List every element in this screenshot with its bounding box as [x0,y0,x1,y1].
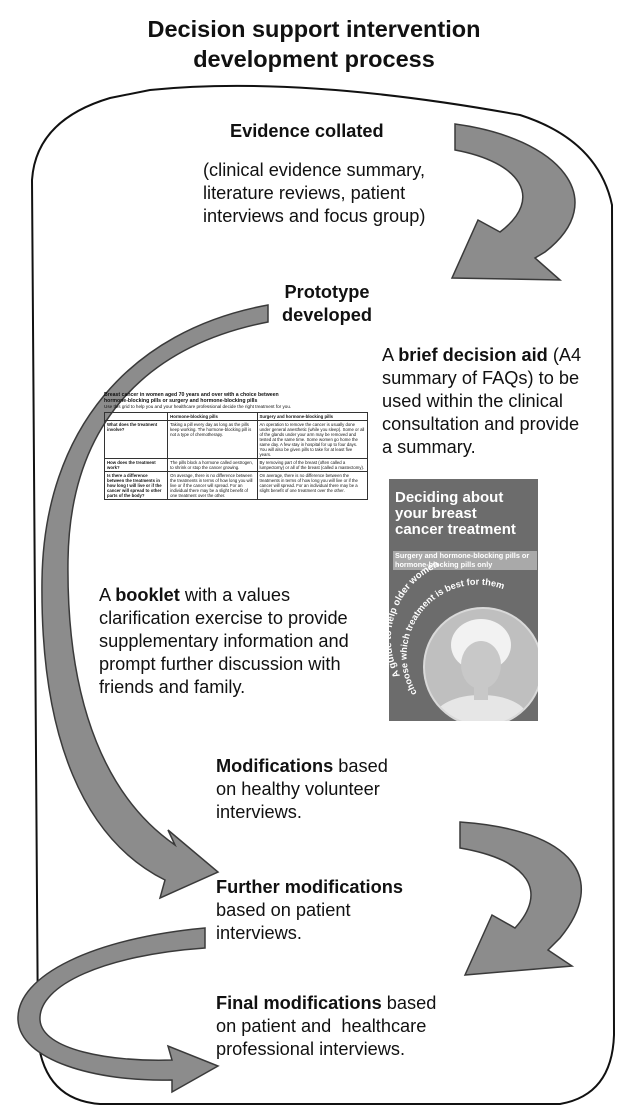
grid-title-line: Breast cancer in women aged 70 years and… [104,392,279,398]
table-row: Is there a difference between the treatm… [103,471,369,500]
curved-arrow-icon [459,821,582,976]
brief-aid-prefix: A [382,345,399,365]
booklet-cover: Deciding about your breast cancer treatm… [389,479,538,721]
table-cell: The pills block a hormone called oestrog… [167,458,258,472]
table-cell: On average, there is no difference betwe… [256,471,369,500]
table-cell: How does the treatment work? [103,458,169,472]
curved-arrow-icon [41,304,269,900]
table-header-cell [103,412,169,421]
further-bold: Further modifications [216,877,403,897]
evidence-line: literature reviews, patient [203,183,406,203]
cover-artwork: A guide to help older women choose which… [389,559,538,721]
further-line: based on patient [216,900,351,920]
evidence-heading: Evidence collated [230,121,384,141]
evidence-detail: (clinical evidence summary, literature r… [203,159,493,228]
brief-aid-bold: brief decision aid [398,345,548,365]
cover-title: Deciding about your breast cancer treatm… [395,490,535,538]
grid-title-line: hormone-blocking pills or surgery and ho… [104,398,258,404]
modifications-line: interviews. [216,802,302,822]
final-line: on patient and healthcare [216,1016,427,1036]
table-cell: On average, there is no difference betwe… [167,471,258,500]
table-cell: An operation to remove the cancer is usu… [256,420,369,459]
modifications-text: Modifications based on healthy volunteer… [216,755,456,824]
decision-grid-table: Hormone-blocking pills Surgery and hormo… [103,412,369,500]
booklet-bold: booklet [115,585,180,605]
further-line: interviews. [216,923,302,943]
brief-aid-suffix: (A4 [547,345,582,365]
prototype-line: developed [282,305,372,325]
evidence-line: interviews and focus group) [203,206,426,226]
table-row: What does the treatment involve? Taking … [103,420,369,459]
prototype-line: Prototype [284,282,370,302]
cover-title-line: your breast [395,505,477,522]
cover-title-line: Deciding about [395,489,504,506]
final-suffix: based [381,993,437,1013]
diagram-title: Decision support intervention developmen… [0,14,628,74]
booklet-line: clarification exercise to provide [99,608,348,628]
booklet-text: A booklet with a values clarification ex… [99,584,389,699]
table-cell: Taking a pill every day as long as the p… [167,420,258,459]
final-line: professional interviews. [216,1039,406,1059]
brief-aid-line: a summary. [382,437,476,457]
booklet-prefix: A [99,585,116,605]
booklet-line: friends and family. [99,677,246,697]
table-cell: What does the treatment involve? [103,420,169,459]
final-modifications-text: Final modifications based on patient and… [216,992,516,1061]
evidence-line: (clinical evidence summary, [203,160,426,180]
decision-grid-thumbnail: Breast cancer in women aged 70 years and… [103,392,369,584]
prototype-heading: Prototype developed [262,281,392,327]
modifications-line: on healthy volunteer [216,779,380,799]
brief-aid-line: consultation and provide [382,414,580,434]
process-frame [30,84,616,1105]
brief-aid-line: used within the clinical [382,391,563,411]
modifications-suffix: based [333,756,388,776]
portrait-photo [425,609,538,721]
cover-subtitle: Surgery and hormone-blocking pills or ho… [393,551,537,570]
table-cell: By removing part of the breast (often ca… [256,458,369,472]
curved-arrow-icon [17,927,220,1094]
modifications-bold: Modifications [216,756,334,776]
table-cell: Is there a difference between the treatm… [103,471,169,500]
table-header-row: Hormone-blocking pills Surgery and hormo… [103,412,369,421]
cover-title-line: cancer treatment [395,521,516,538]
brief-aid-text: A brief decision aid (A4 summary of FAQs… [382,344,622,459]
grid-subtitle: Use this grid to help you and your healt… [104,404,292,409]
final-bold: Final modifications [216,993,382,1013]
brief-aid-line: summary of FAQs) to be [382,368,580,388]
booklet-line: prompt further discussion with [99,654,341,674]
table-header-cell: Hormone-blocking pills [167,412,258,421]
curved-arrow-icon [450,123,576,281]
further-modifications-text: Further modifications based on patient i… [216,876,456,945]
table-header-cell: Surgery and hormone-blocking pills [256,412,369,421]
title-line-2: development process [193,46,435,72]
booklet-line: supplementary information and [99,631,349,651]
title-line-1: Decision support intervention [147,16,481,42]
table-row: How does the treatment work? The pills b… [103,458,369,472]
booklet-suffix: with a values [179,585,291,605]
